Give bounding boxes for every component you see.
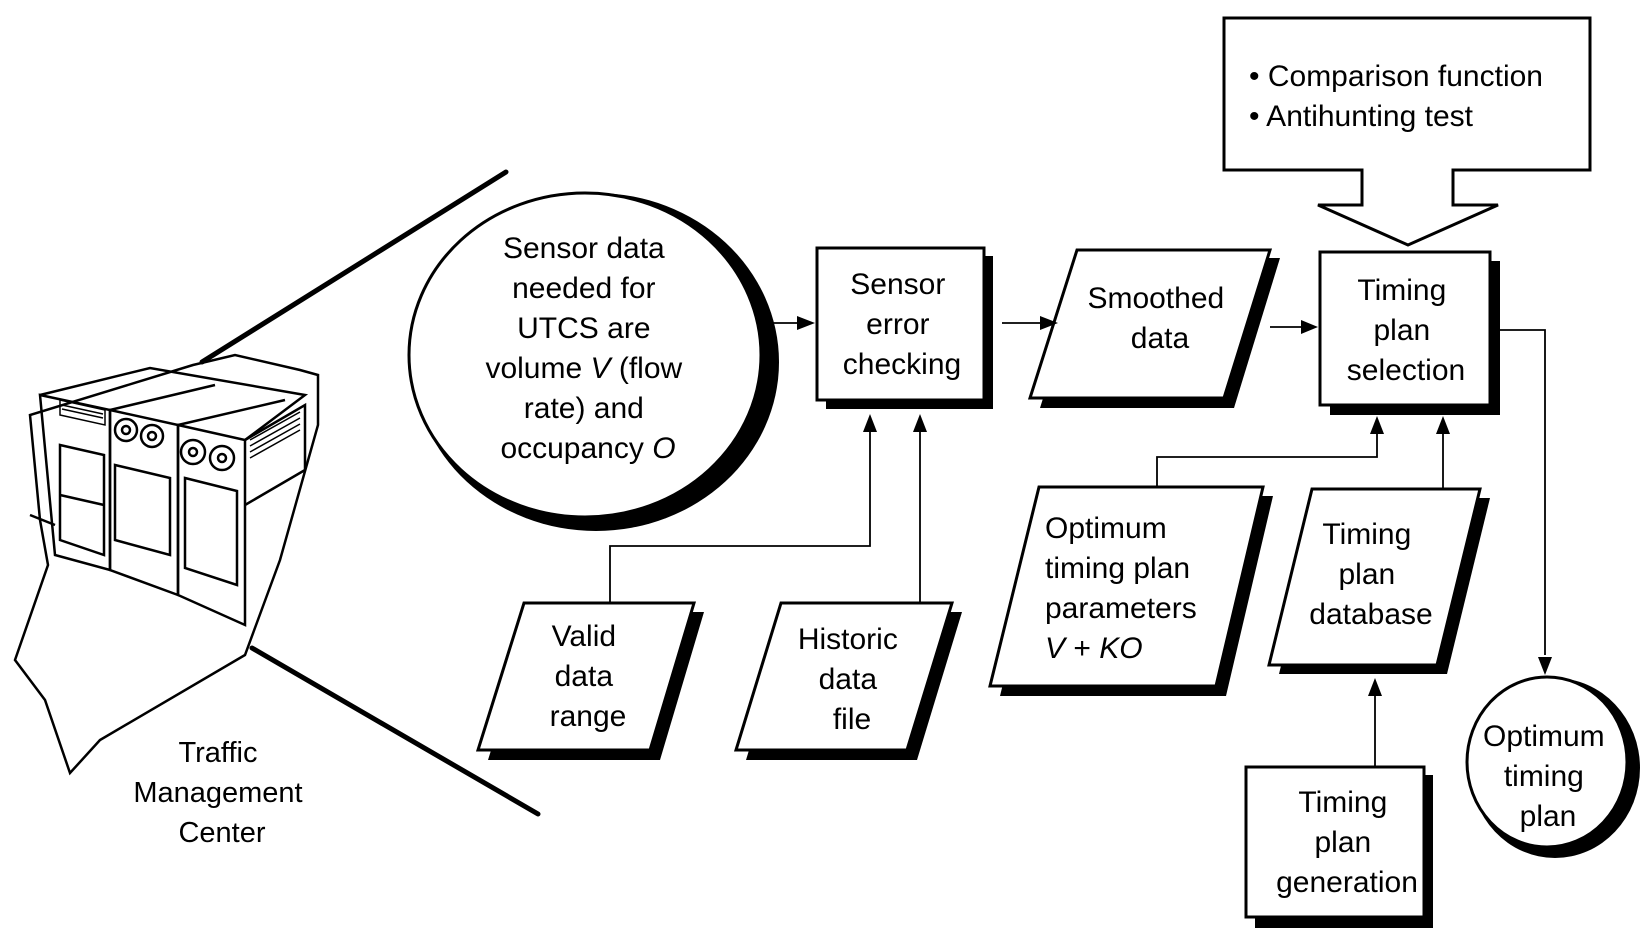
optimum-timing-plan-circle: Optimum timing plan [1465, 675, 1640, 858]
traffic-management-center-label: Traffic Management Center [133, 737, 310, 849]
historic-data-file-parallelogram: Historic data file [733, 601, 962, 760]
formula-ko: KO [1099, 632, 1142, 665]
svg-text:Optimum timing pla: Optimum timing plan [1483, 720, 1613, 833]
sensor-data-rate-line: rate) and [524, 392, 644, 425]
sensor-data-line-2: needed for [512, 272, 655, 305]
zoom-lines [199, 169, 541, 817]
svg-text:Sensor data needed for: Sensor data needed for UTCS are volume V… [485, 232, 690, 465]
flow-connectors [609, 316, 1552, 767]
svg-text:Sensor error check: Sensor error checking [843, 268, 961, 381]
svg-text:Smoothed data: Smoothed data [1087, 282, 1232, 355]
timing-plan-database-parallelogram: Timing plan database [1267, 487, 1490, 674]
valid-data-range-parallelogram: Valid data range [475, 601, 704, 760]
svg-text:Historic data file: Historic data file [798, 623, 906, 736]
svg-text:Timing plan genera: Timing plan generation [1276, 786, 1418, 899]
svg-text:• Comparison function •: • Comparison function • Antihunting test [1249, 60, 1551, 133]
svg-text:Optimum timing plan: Optimum timing plan parameters V + KO [1045, 512, 1205, 665]
formula-v: V [1045, 632, 1068, 665]
sensor-data-volume-var: V [591, 352, 614, 385]
svg-text:Timing plan select: Timing plan selection [1347, 274, 1465, 387]
comparison-item-1: • Comparison function [1249, 60, 1543, 93]
timing-plan-generation-box: Timing plan generation [1244, 765, 1433, 928]
sensor-data-line-1: Sensor data [503, 232, 665, 265]
sensor-data-volume-prefix: volume [485, 352, 590, 385]
formula-plus: + [1065, 632, 1099, 665]
comparison-callout: • Comparison function • Antihunting test [1222, 16, 1592, 247]
smoothed-data-parallelogram: Smoothed data [1027, 248, 1280, 408]
sensor-data-line-3: UTCS are [517, 312, 650, 345]
comparison-item-2: • Antihunting test [1249, 100, 1474, 133]
svg-text:Valid data range: Valid data range [550, 620, 627, 733]
sensor-data-volume-suffix: (flow [611, 352, 683, 385]
optimum-parameters-parallelogram: Optimum timing plan parameters V + KO [988, 485, 1273, 696]
sensor-data-occupancy-var: O [652, 432, 675, 465]
computer-illustration [13, 353, 320, 776]
timing-plan-selection-box: Timing plan selection [1318, 250, 1500, 415]
sensor-data-circle: Sensor data needed for UTCS are volume V… [407, 191, 779, 531]
sensor-error-checking-box: Sensor error checking [815, 246, 993, 409]
svg-text:Timing plan databa: Timing plan database [1309, 518, 1432, 631]
sensor-data-occupancy-prefix: occupancy [500, 432, 652, 465]
